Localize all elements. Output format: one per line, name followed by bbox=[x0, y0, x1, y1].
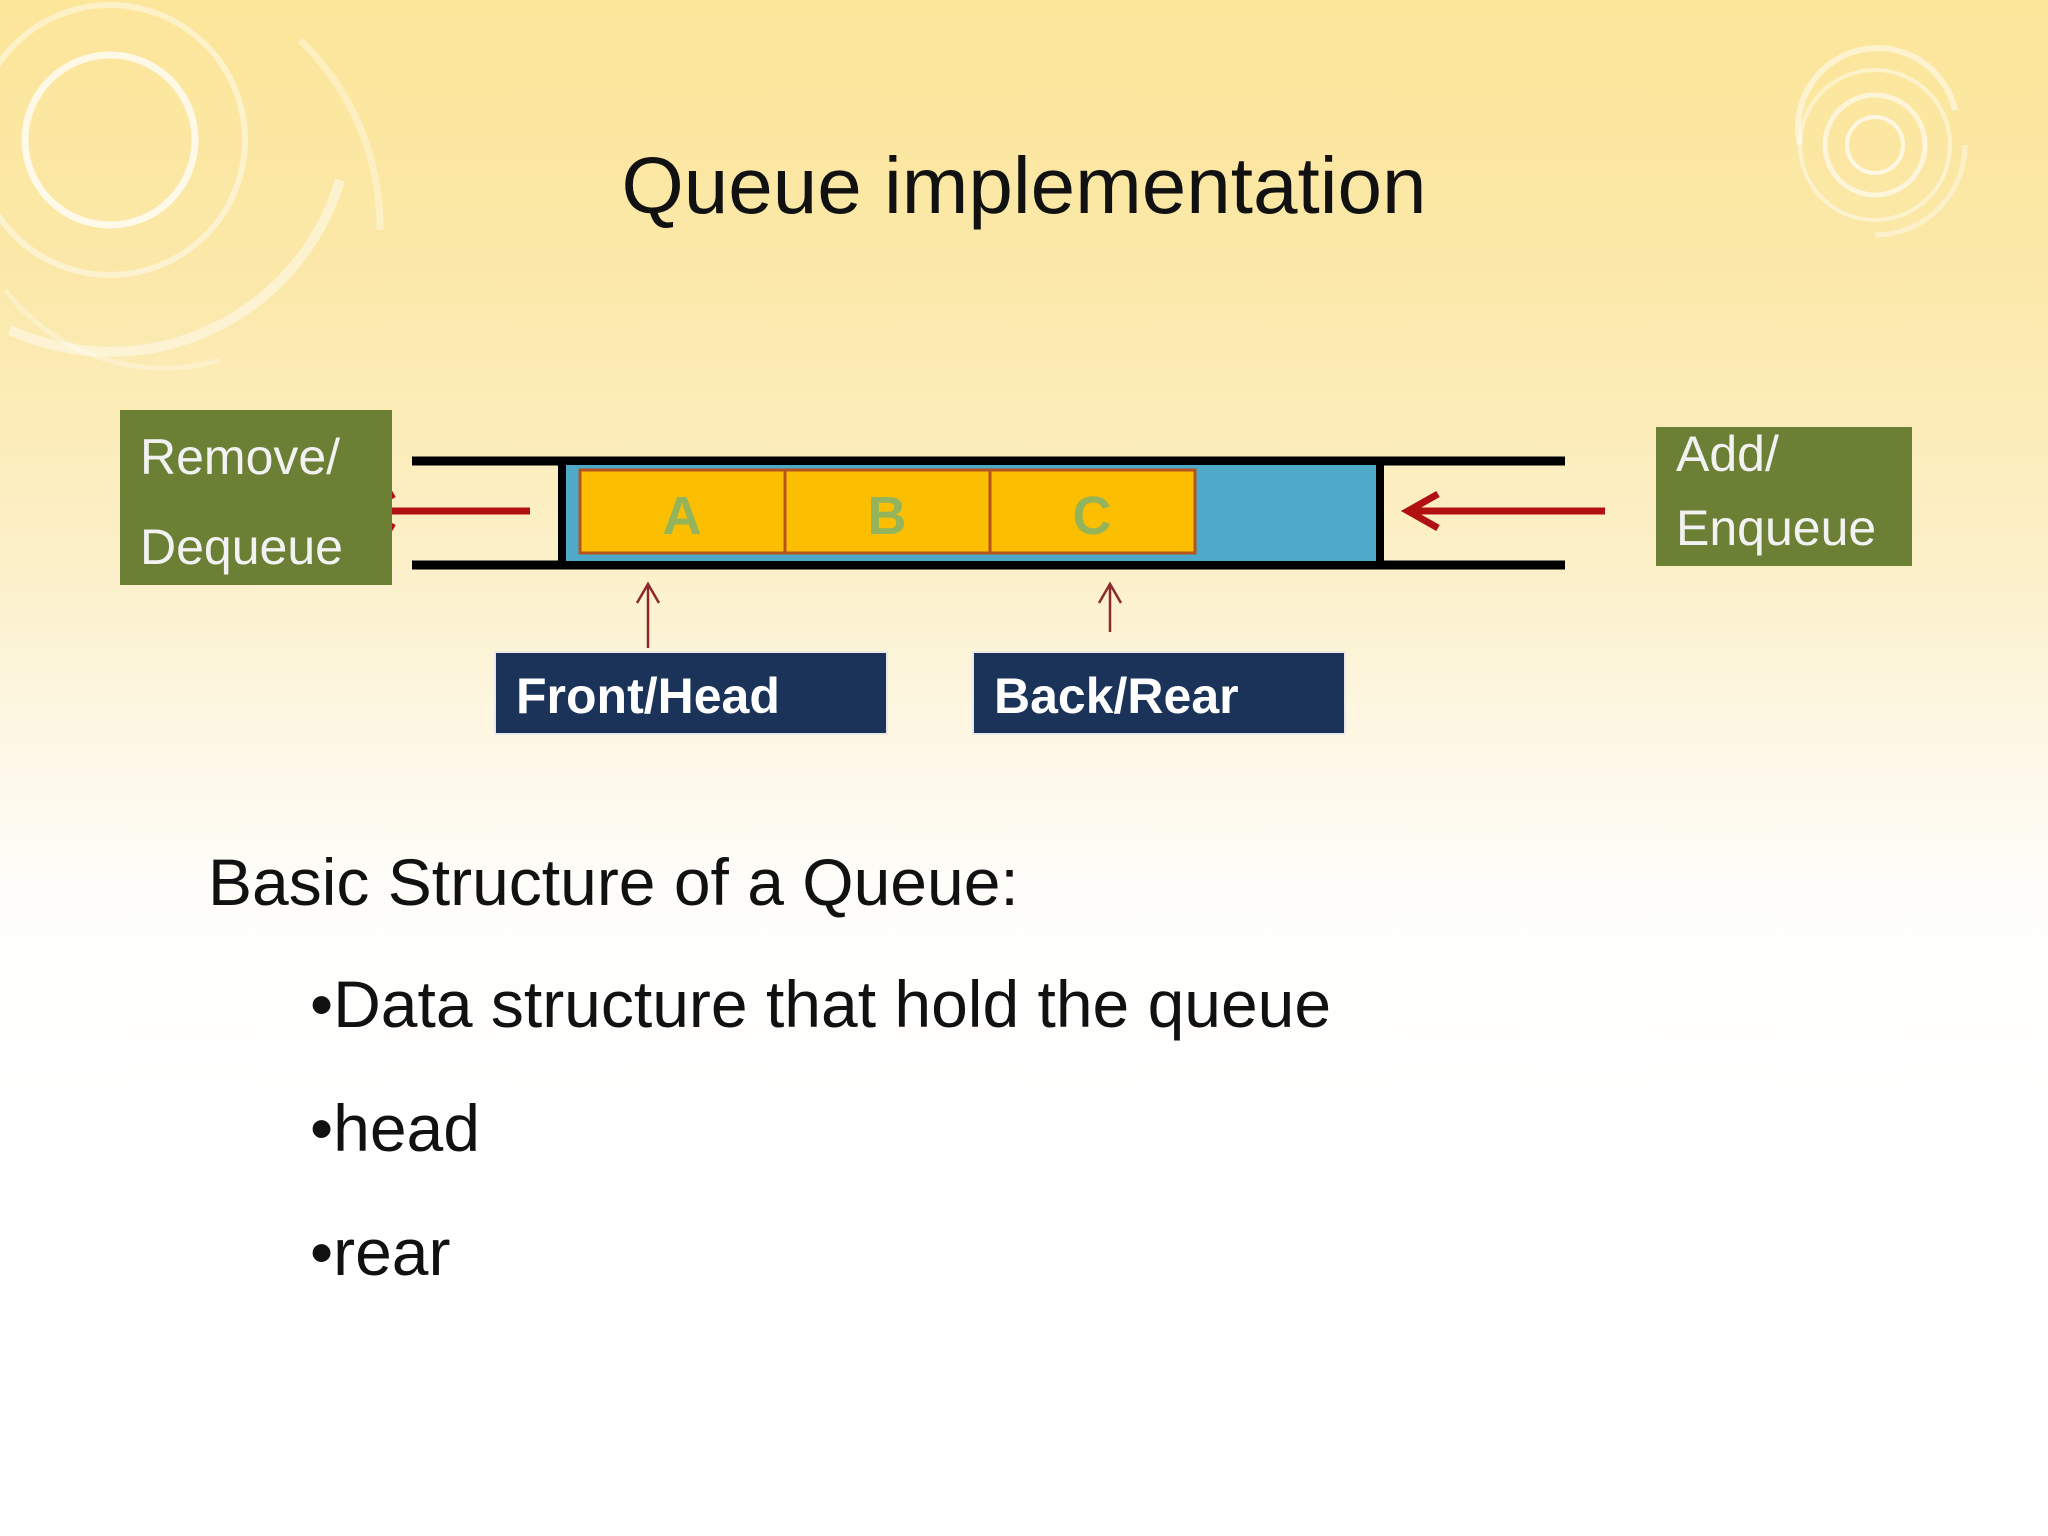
enqueue-arrow-icon bbox=[1400, 490, 1605, 532]
slide-title: Queue implementation bbox=[621, 141, 1427, 230]
decorative-circles-right bbox=[1795, 45, 1968, 238]
queue-cell-a bbox=[578, 468, 787, 555]
enqueue-label-line2: Enqueue bbox=[1676, 500, 1877, 556]
back-rear-label-box: Back/Rear bbox=[972, 651, 1346, 735]
front-pointer-arrow-icon bbox=[635, 581, 661, 648]
front-head-label: Front/Head bbox=[516, 668, 780, 724]
decorative-circles-left bbox=[0, 2, 384, 371]
queue-cell-b bbox=[783, 468, 992, 555]
front-head-label-box: Front/Head bbox=[494, 651, 888, 735]
enqueue-label-box: Add/ Enqueue bbox=[1656, 426, 1912, 566]
queue-cell-c bbox=[988, 468, 1197, 555]
back-rear-label: Back/Rear bbox=[994, 668, 1239, 724]
cell-label-c: C bbox=[1073, 486, 1112, 546]
dequeue-label-line2: Dequeue bbox=[140, 519, 343, 575]
enqueue-label-line1: Add/ bbox=[1676, 426, 1779, 482]
bullet-item: •Data structure that hold the queue bbox=[310, 967, 1332, 1041]
cell-label-a: A bbox=[663, 486, 702, 546]
bullet-item: •head bbox=[310, 1091, 480, 1165]
back-pointer-arrow-icon bbox=[1097, 581, 1123, 632]
dequeue-label-box: Remove/ Dequeue bbox=[120, 410, 392, 585]
bullet-item: •rear bbox=[310, 1215, 451, 1289]
queue-diagram: A B C bbox=[356, 456, 1605, 648]
dequeue-label-line1: Remove/ bbox=[140, 429, 341, 485]
cell-label-b: B bbox=[868, 486, 907, 546]
content-heading: Basic Structure of a Queue: bbox=[208, 845, 1019, 919]
